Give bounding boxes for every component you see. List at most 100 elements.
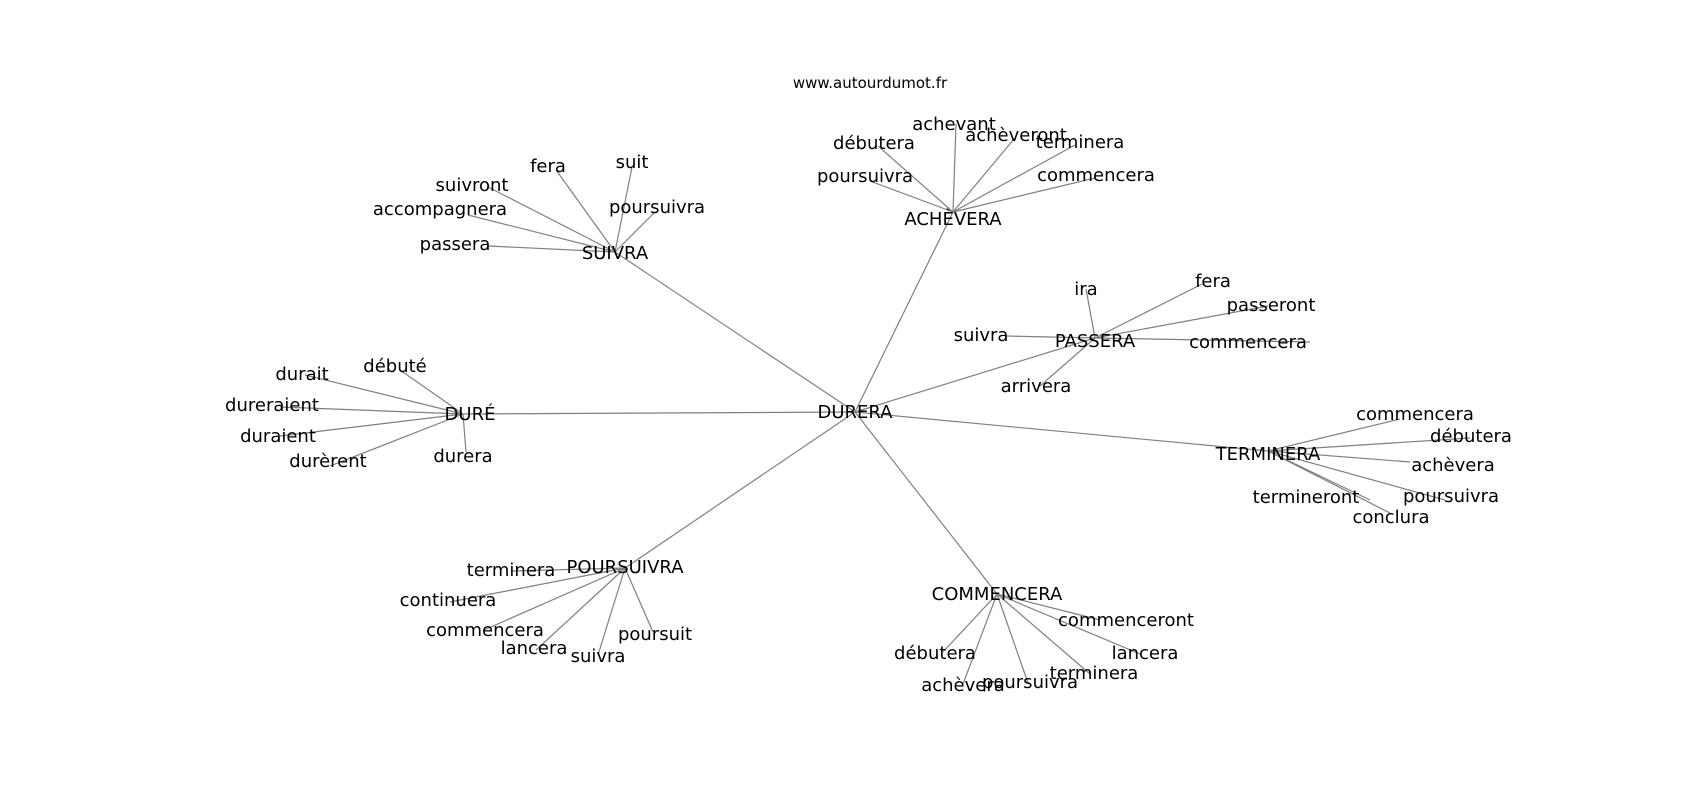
leaf-node-label: terminera [1050,663,1139,684]
hub-node-label-terminera: TERMINERA [1215,444,1321,465]
leaf-node-label: débutera [833,133,915,154]
edge-root-dure [462,411,856,415]
edge-dure-2 [279,406,464,415]
edge-poursuivra-5 [624,567,654,633]
edge-poursuivra-1 [449,567,626,603]
hub-node-label-passera: PASSERA [1055,331,1136,352]
leaf-node-label: poursuivra [982,672,1078,693]
leaf-node-label: fera [530,156,566,177]
leaf-node-label: achèvera [1411,455,1495,476]
leaf-node-label: achevant [912,114,996,135]
edge-suivra-1 [467,214,616,253]
leaf-node-label: lancera [501,638,568,659]
edge-achevera-4 [952,144,1076,213]
edge-commencera-5 [996,593,1101,621]
hub-node-label-poursuivra: POURSUIVRA [566,557,684,578]
leaf-node-label: passera [420,234,491,255]
edge-suivra-5 [614,211,656,253]
leaf-node-label: suivra [954,325,1009,346]
leaf-node-label: achèveront [965,125,1067,146]
leaf-node-label: commencera [1356,404,1474,425]
edge-passera-5 [1039,337,1096,387]
leaf-node-label: durera [433,446,492,467]
edge-commencera-1 [962,593,998,685]
leaf-node-label: duraient [240,426,316,447]
edge-root-poursuivra [624,411,856,569]
leaf-node-label: conclura [1352,507,1429,528]
leaf-node-label: suivront [436,175,509,196]
edge-achevera-0 [869,180,954,213]
edge-passera-1 [1085,288,1096,339]
leaf-node-label: commencera [426,620,544,641]
leaf-node-label: achèvera [921,675,1005,696]
edge-dure-4 [329,413,464,467]
edge-terminera-0 [1267,418,1401,452]
edge-achevera-5 [952,177,1096,213]
edge-passera-3 [1094,305,1269,339]
leaf-node-label: débutera [894,643,976,664]
leaf-node-label: débuté [363,356,426,377]
leaf-node-label: suivra [571,646,626,667]
hub-node-label-achevera: ACHÈVERA [904,208,1002,230]
edge-terminera-5 [1267,450,1391,514]
edge-terminera-1 [1267,437,1471,452]
leaf-node-label: poursuivra [817,166,913,187]
edge-dure-0 [304,374,464,415]
leaf-node-label: continuera [400,590,497,611]
leaf-node-label: arrivera [1001,376,1072,397]
edge-suivra-0 [487,245,616,253]
leaf-node-label: passeront [1227,295,1316,316]
leaf-node-label: lancera [1112,643,1179,664]
leaf-node-label: poursuit [618,624,692,645]
edge-poursuivra-3 [535,567,626,651]
edges-layer [279,123,1471,685]
edge-achevera-2 [952,123,957,213]
edge-commencera-2 [996,593,1029,684]
leaf-node-label: durèrent [289,451,366,472]
leaf-node-label: commenceront [1058,610,1194,631]
leaf-node-label: poursuivra [1403,486,1499,507]
edge-commencera-3 [996,593,1091,675]
hub-node-label-dure: DURÉ [445,403,496,425]
edge-suivra-4 [614,166,633,253]
edge-achevera-3 [952,138,1015,213]
leaf-node-label: termineront [1253,487,1360,508]
edge-root-achevera [854,211,954,413]
edge-commencera-0 [942,593,998,653]
edge-terminera-2 [1267,450,1411,463]
edge-poursuivra-2 [483,567,626,631]
edge-root-suivra [614,251,856,413]
hub-node-label-commencera: COMMENCERA [932,584,1063,605]
leaf-node-label: ira [1074,279,1097,300]
leaf-node-label: dureraient [225,395,319,416]
edge-root-commencera [854,411,998,595]
edge-commencera-4 [996,593,1141,655]
edge-suivra-2 [487,186,616,253]
edge-suivra-3 [555,169,616,253]
hub-node-label-suivra: SUIVRA [582,243,649,264]
leaf-node-label: durait [275,364,328,385]
edge-root-terminera [854,411,1269,452]
leaf-node-label: suit [616,152,649,173]
leaf-node-label: fera [1195,271,1231,292]
edge-dure-5 [462,413,467,453]
root-node-label: DURERA [817,402,893,423]
edge-dure-1 [399,369,464,415]
edge-passera-2 [1094,283,1203,339]
edge-root-passera [854,337,1096,413]
edge-poursuivra-4 [597,567,626,656]
leaf-node-label: commencera [1037,165,1155,186]
leaf-node-label: terminera [467,560,556,581]
edge-passera-4 [1094,337,1311,343]
leaf-node-label: poursuivra [609,197,705,218]
labels-layer: www.autourdumot.fr passera accompagnera su… [225,74,1512,696]
leaf-node-label: accompagnera [373,199,507,220]
edge-dure-3 [279,413,464,437]
edge-passera-0 [1004,335,1096,339]
edge-terminera-3 [1267,450,1446,501]
leaf-node-label: terminera [1036,132,1125,153]
leaf-node-label: commencera [1189,332,1307,353]
source-label: www.autourdumot.fr [793,74,948,92]
edge-poursuivra-0 [511,567,626,572]
